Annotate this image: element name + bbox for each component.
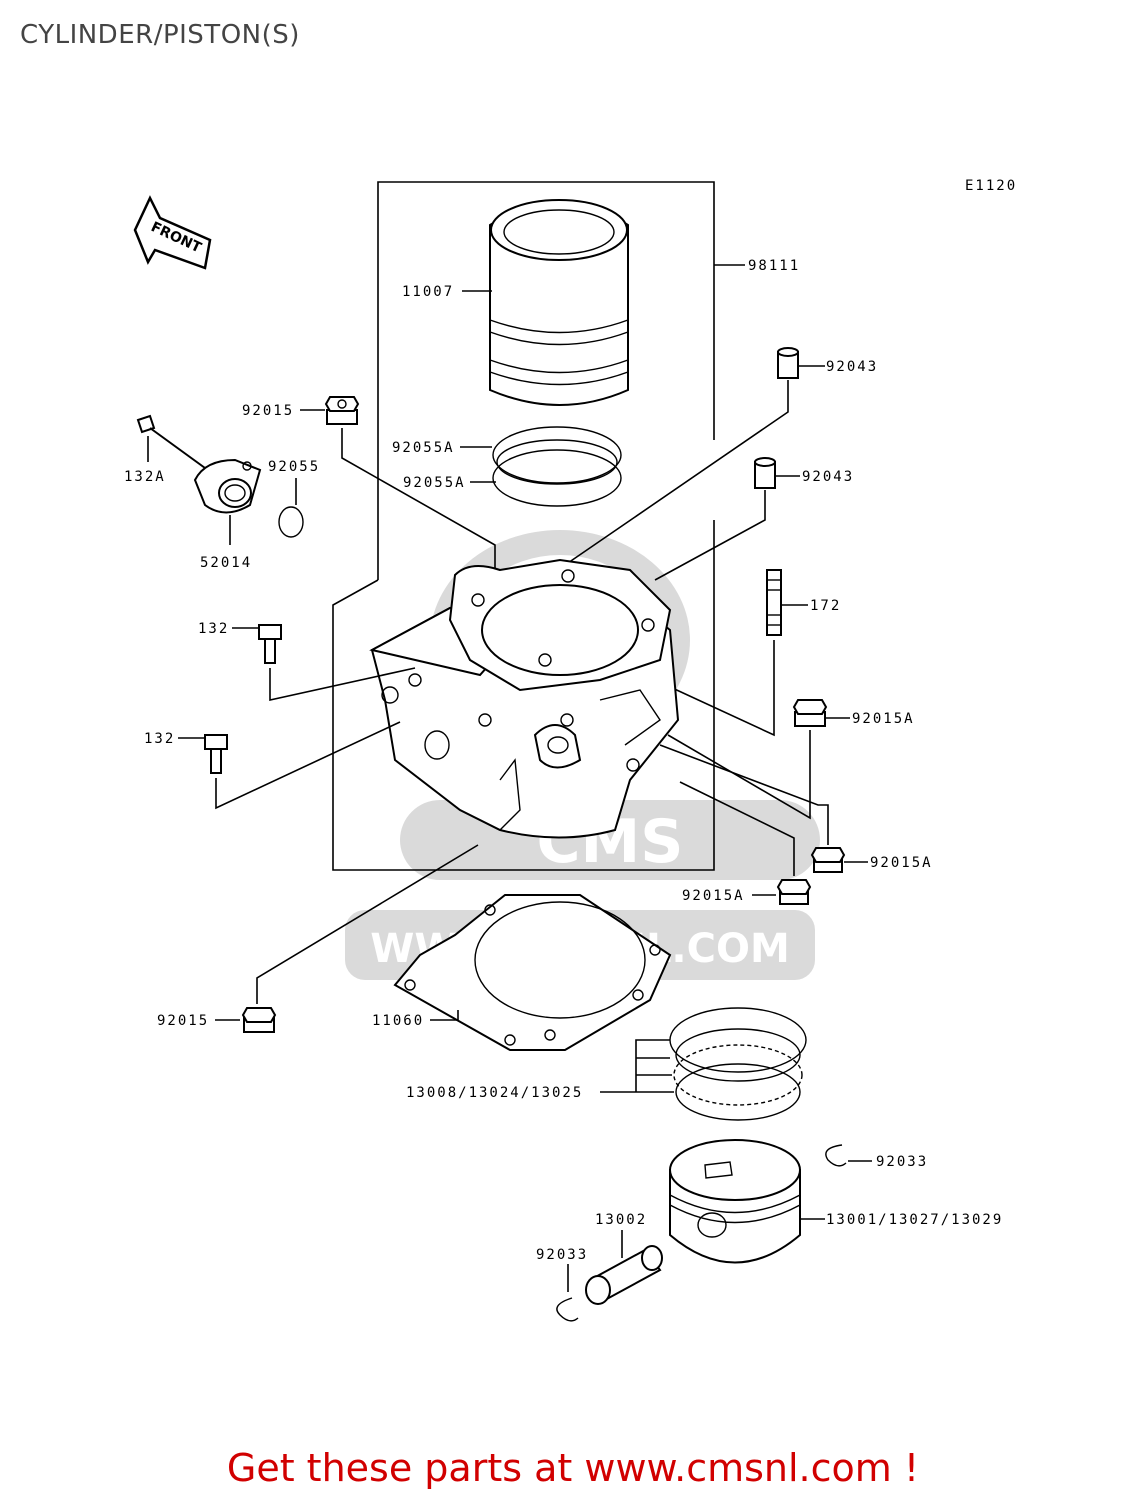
dowel-pin-lower <box>754 457 776 489</box>
label-13001-13027-13029: 13001/13027/13029 <box>826 1212 1003 1228</box>
o-ring-92055A <box>492 426 622 507</box>
label-92055: 92055 <box>268 459 320 475</box>
water-fitting <box>193 458 262 514</box>
label-92015A-1: 92015A <box>852 711 915 727</box>
page-title: CYLINDER/PISTON(S) <box>20 20 300 50</box>
piston <box>669 1139 801 1264</box>
label-132-upper: 132 <box>198 621 229 637</box>
front-arrow-icon: FRONT <box>133 195 212 270</box>
piston-rings <box>669 1007 807 1121</box>
label-52014: 52014 <box>200 555 252 571</box>
bolt-132-lower <box>204 734 228 774</box>
stud-bolt <box>766 569 782 636</box>
label-92015-bottom: 92015 <box>157 1013 209 1029</box>
label-13008-13024-13025: 13008/13024/13025 <box>406 1085 583 1101</box>
label-92055A-2: 92055A <box>403 475 466 491</box>
o-ring-92055 <box>278 506 304 538</box>
bolt-132-upper <box>258 624 282 664</box>
flange-nut-bottom <box>241 1007 277 1033</box>
base-gasket <box>393 894 672 1051</box>
label-92033-right: 92033 <box>876 1154 928 1170</box>
label-92015A-2: 92015A <box>870 855 933 871</box>
assembly-bracket <box>332 181 745 871</box>
footer-link-text[interactable]: Get these parts at www.cmsnl.com ! <box>226 1446 920 1490</box>
label-98111: 98111 <box>748 258 800 274</box>
label-92043-upper: 92043 <box>826 359 878 375</box>
label-92015-top: 92015 <box>242 403 294 419</box>
bolt-132A <box>136 414 206 469</box>
label-172: 172 <box>810 598 841 614</box>
flange-nut-92015A-3 <box>776 879 812 905</box>
flange-nut-92015A-2 <box>810 847 846 873</box>
circlip-left <box>556 1297 579 1322</box>
diagram-code: E1120 <box>965 178 1017 194</box>
label-132A: 132A <box>124 469 166 485</box>
label-13002: 13002 <box>595 1212 647 1228</box>
piston-pin <box>585 1245 663 1305</box>
label-92043-lower: 92043 <box>802 469 854 485</box>
label-11007: 11007 <box>402 284 454 300</box>
dowel-pin-upper <box>777 347 799 379</box>
label-92055A-1: 92055A <box>392 440 455 456</box>
circlip-right <box>825 1144 847 1167</box>
flange-nut-top <box>324 396 360 425</box>
cylinder-sleeve <box>489 199 629 406</box>
label-92033-left: 92033 <box>536 1247 588 1263</box>
cylinder-block <box>369 558 680 839</box>
flange-nut-92015A-1 <box>792 699 828 727</box>
label-92015A-3: 92015A <box>682 888 745 904</box>
label-132-lower: 132 <box>144 731 175 747</box>
label-11060: 11060 <box>372 1013 424 1029</box>
